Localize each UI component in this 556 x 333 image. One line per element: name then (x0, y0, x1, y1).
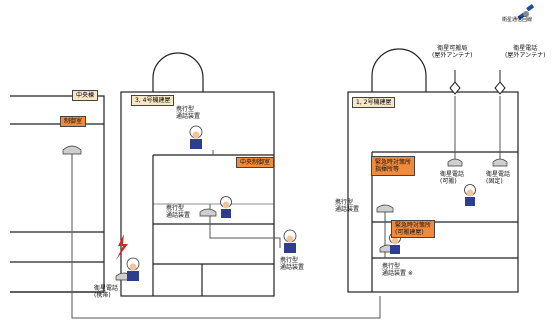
building-34 (120, 52, 275, 297)
central-building-label: 中央棟 (72, 90, 99, 101)
portable-comm-label-4: 携行型 通話装置 (335, 199, 360, 213)
sat-antenna-label: 衛星電話 (屋外アンテナ) (505, 45, 546, 59)
emergency-room-label: 緊急時対策所 (可搬建屋) (391, 220, 436, 238)
central-building (10, 95, 105, 293)
building-34-label: 3, 4号機建屋 (131, 95, 175, 106)
sat-phone-mobile-label: 衛星電話 (可搬) (440, 171, 465, 185)
lightning-icon (116, 234, 128, 260)
antenna-symbols (449, 70, 506, 95)
satellite-label: 衛星通信回線 (502, 17, 533, 23)
sat-phone-fixed-label: 衛星電話 (固定) (486, 171, 511, 185)
person-icon (126, 125, 476, 281)
control-room-label: 制御室 (60, 116, 87, 127)
portable-comm-label-5: 携行型 通話装置 ※ (382, 263, 413, 277)
satellite-icon (517, 4, 535, 20)
building-12-label: 1, 2号機建屋 (352, 97, 396, 108)
control-room-12-label: 緊急時対策所 指揮所等 (371, 156, 416, 176)
sat-mobile-antenna-label: 衛星可搬局 (屋外アンテナ) (432, 45, 473, 59)
control-room-34-label: 中央制御室 (236, 157, 275, 168)
sat-phone-portable-label: 衛星電話 (携帯) (94, 285, 119, 299)
portable-comm-label-1: 携行型 通話装置 (176, 106, 201, 120)
comm-wires (71, 96, 501, 319)
portable-comm-label-2: 携行型 通話装置 (166, 205, 191, 219)
portable-comm-label-3: 携行型 通話装置 (280, 257, 305, 271)
